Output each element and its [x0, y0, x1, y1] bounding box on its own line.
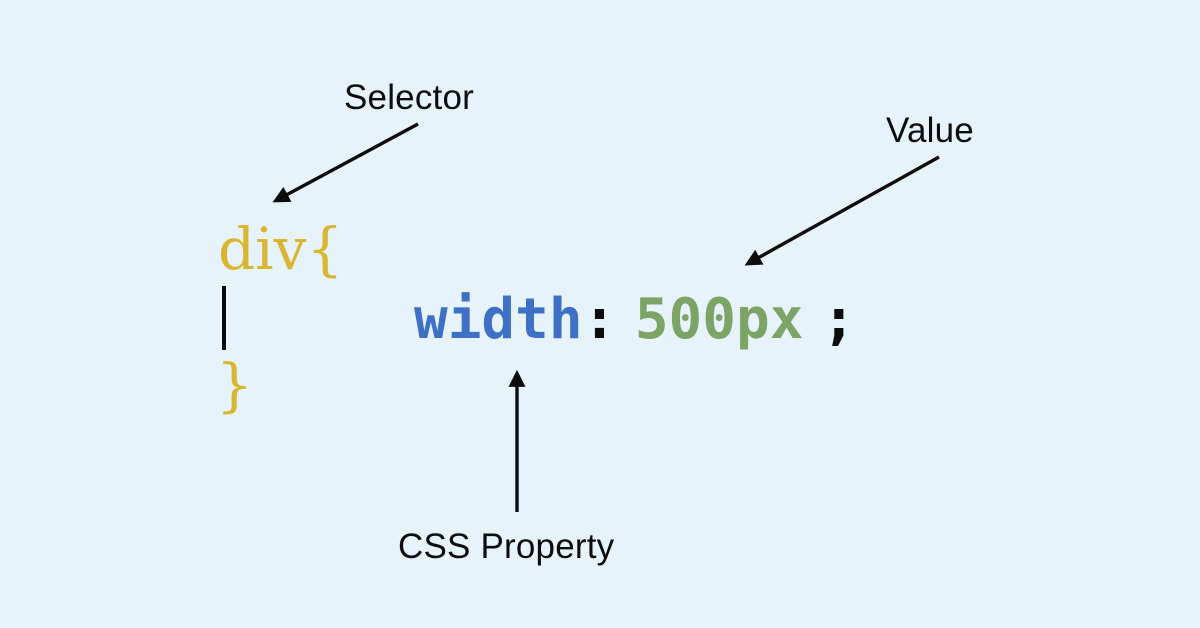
value-token: 500px: [634, 287, 804, 352]
value-label: Value: [886, 111, 974, 150]
value-arrow: [744, 155, 940, 266]
closing-brace-token: }: [216, 351, 253, 419]
div-selector-token: div{: [218, 215, 344, 283]
colon-token: :: [582, 287, 617, 352]
semicolon-token: ;: [821, 287, 856, 352]
css-property-label: CSS Property: [398, 527, 615, 566]
selector-label: Selector: [344, 78, 474, 117]
declaration-line: width:500px;: [414, 292, 856, 348]
selector-arrow: [272, 122, 419, 203]
property-token: width: [414, 287, 583, 352]
text-cursor-icon: [222, 286, 226, 350]
